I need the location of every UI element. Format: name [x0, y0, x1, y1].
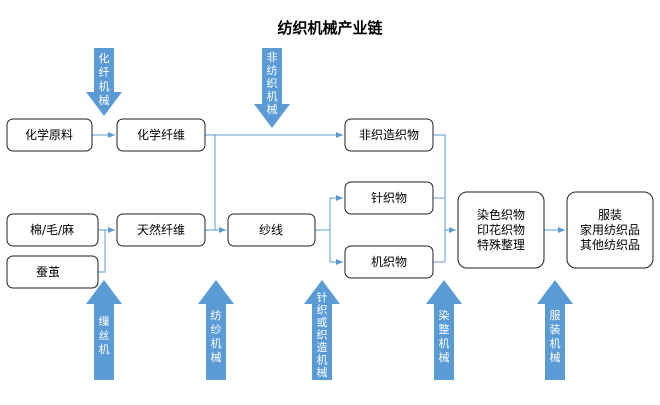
- node-label: 化学原料: [25, 127, 73, 142]
- machine-arrow-reeling: [86, 280, 122, 380]
- node-chemical-raw-material: 化学原料: [6, 118, 93, 152]
- connector-chem-fiber-down: [205, 134, 216, 230]
- node-label-line-2: 印花织物: [477, 222, 525, 237]
- machine-arrow-chemical-fiber: [86, 48, 122, 116]
- connector-cocoon-to-natural-fiber: [98, 230, 106, 273]
- node-woven-fabric: 机织物: [344, 245, 434, 279]
- node-label-line-1: 服装: [598, 208, 622, 222]
- machine-arrow-garment: [537, 280, 573, 380]
- node-label: 化学纤维: [137, 127, 185, 142]
- node-label-line-1: 染色织物: [477, 207, 525, 222]
- machine-arrow-nonwoven: [254, 48, 290, 128]
- label-chemical-fiber-machinery: 化纤机械: [99, 51, 110, 107]
- label-knitting-weaving-machinery: 针织或织造机械: [317, 290, 328, 379]
- node-label-line-2: 家用纺织品: [580, 222, 640, 237]
- label-dyeing-finishing-machinery: 染整机械: [439, 308, 450, 364]
- node-cotton-wool-linen: 棉/毛/麻: [6, 213, 99, 247]
- node-label: 天然纤维: [137, 222, 185, 237]
- node-chemical-fiber: 化学纤维: [116, 118, 206, 152]
- node-label: 非织造织物: [359, 128, 419, 142]
- machine-arrow-dyeing-finishing: [426, 280, 462, 380]
- machine-arrow-spinning: [198, 280, 234, 380]
- node-apparel-textiles: 服装 家用纺织品 其他纺织品: [566, 191, 654, 269]
- node-knitted-fabric: 针织物: [344, 181, 434, 215]
- node-nonwoven-fabric: 非织造织物: [344, 118, 434, 152]
- label-nonwoven-machinery: 非纺织机械: [267, 51, 278, 116]
- node-dyeing-finishing: 染色织物 印花织物 特殊整理: [457, 191, 545, 269]
- node-label-line-3: 其他纺织品: [580, 238, 640, 252]
- node-label: 蚕茧: [36, 265, 60, 279]
- node-label-line-3: 特殊整理: [477, 237, 525, 252]
- label-reeling-machine: 缫丝机: [99, 314, 110, 356]
- node-silk-cocoon: 蚕茧: [6, 255, 99, 289]
- node-label: 纱线: [259, 223, 283, 237]
- machine-arrow-knitting-weaving: [304, 280, 340, 380]
- node-label: 棉/毛/麻: [30, 222, 74, 237]
- label-spinning-machinery: 纺纱机械: [211, 308, 222, 364]
- page-title: 纺织机械产业链: [277, 19, 383, 37]
- node-natural-fiber: 天然纤维: [116, 213, 206, 247]
- node-label: 针织物: [371, 190, 407, 205]
- node-yarn: 纱线: [227, 213, 316, 247]
- connectors: [92, 132, 565, 273]
- connector-fabric-merge: [433, 134, 446, 262]
- label-garment-machinery: 服装机械: [550, 309, 561, 364]
- node-label: 机织物: [371, 255, 407, 269]
